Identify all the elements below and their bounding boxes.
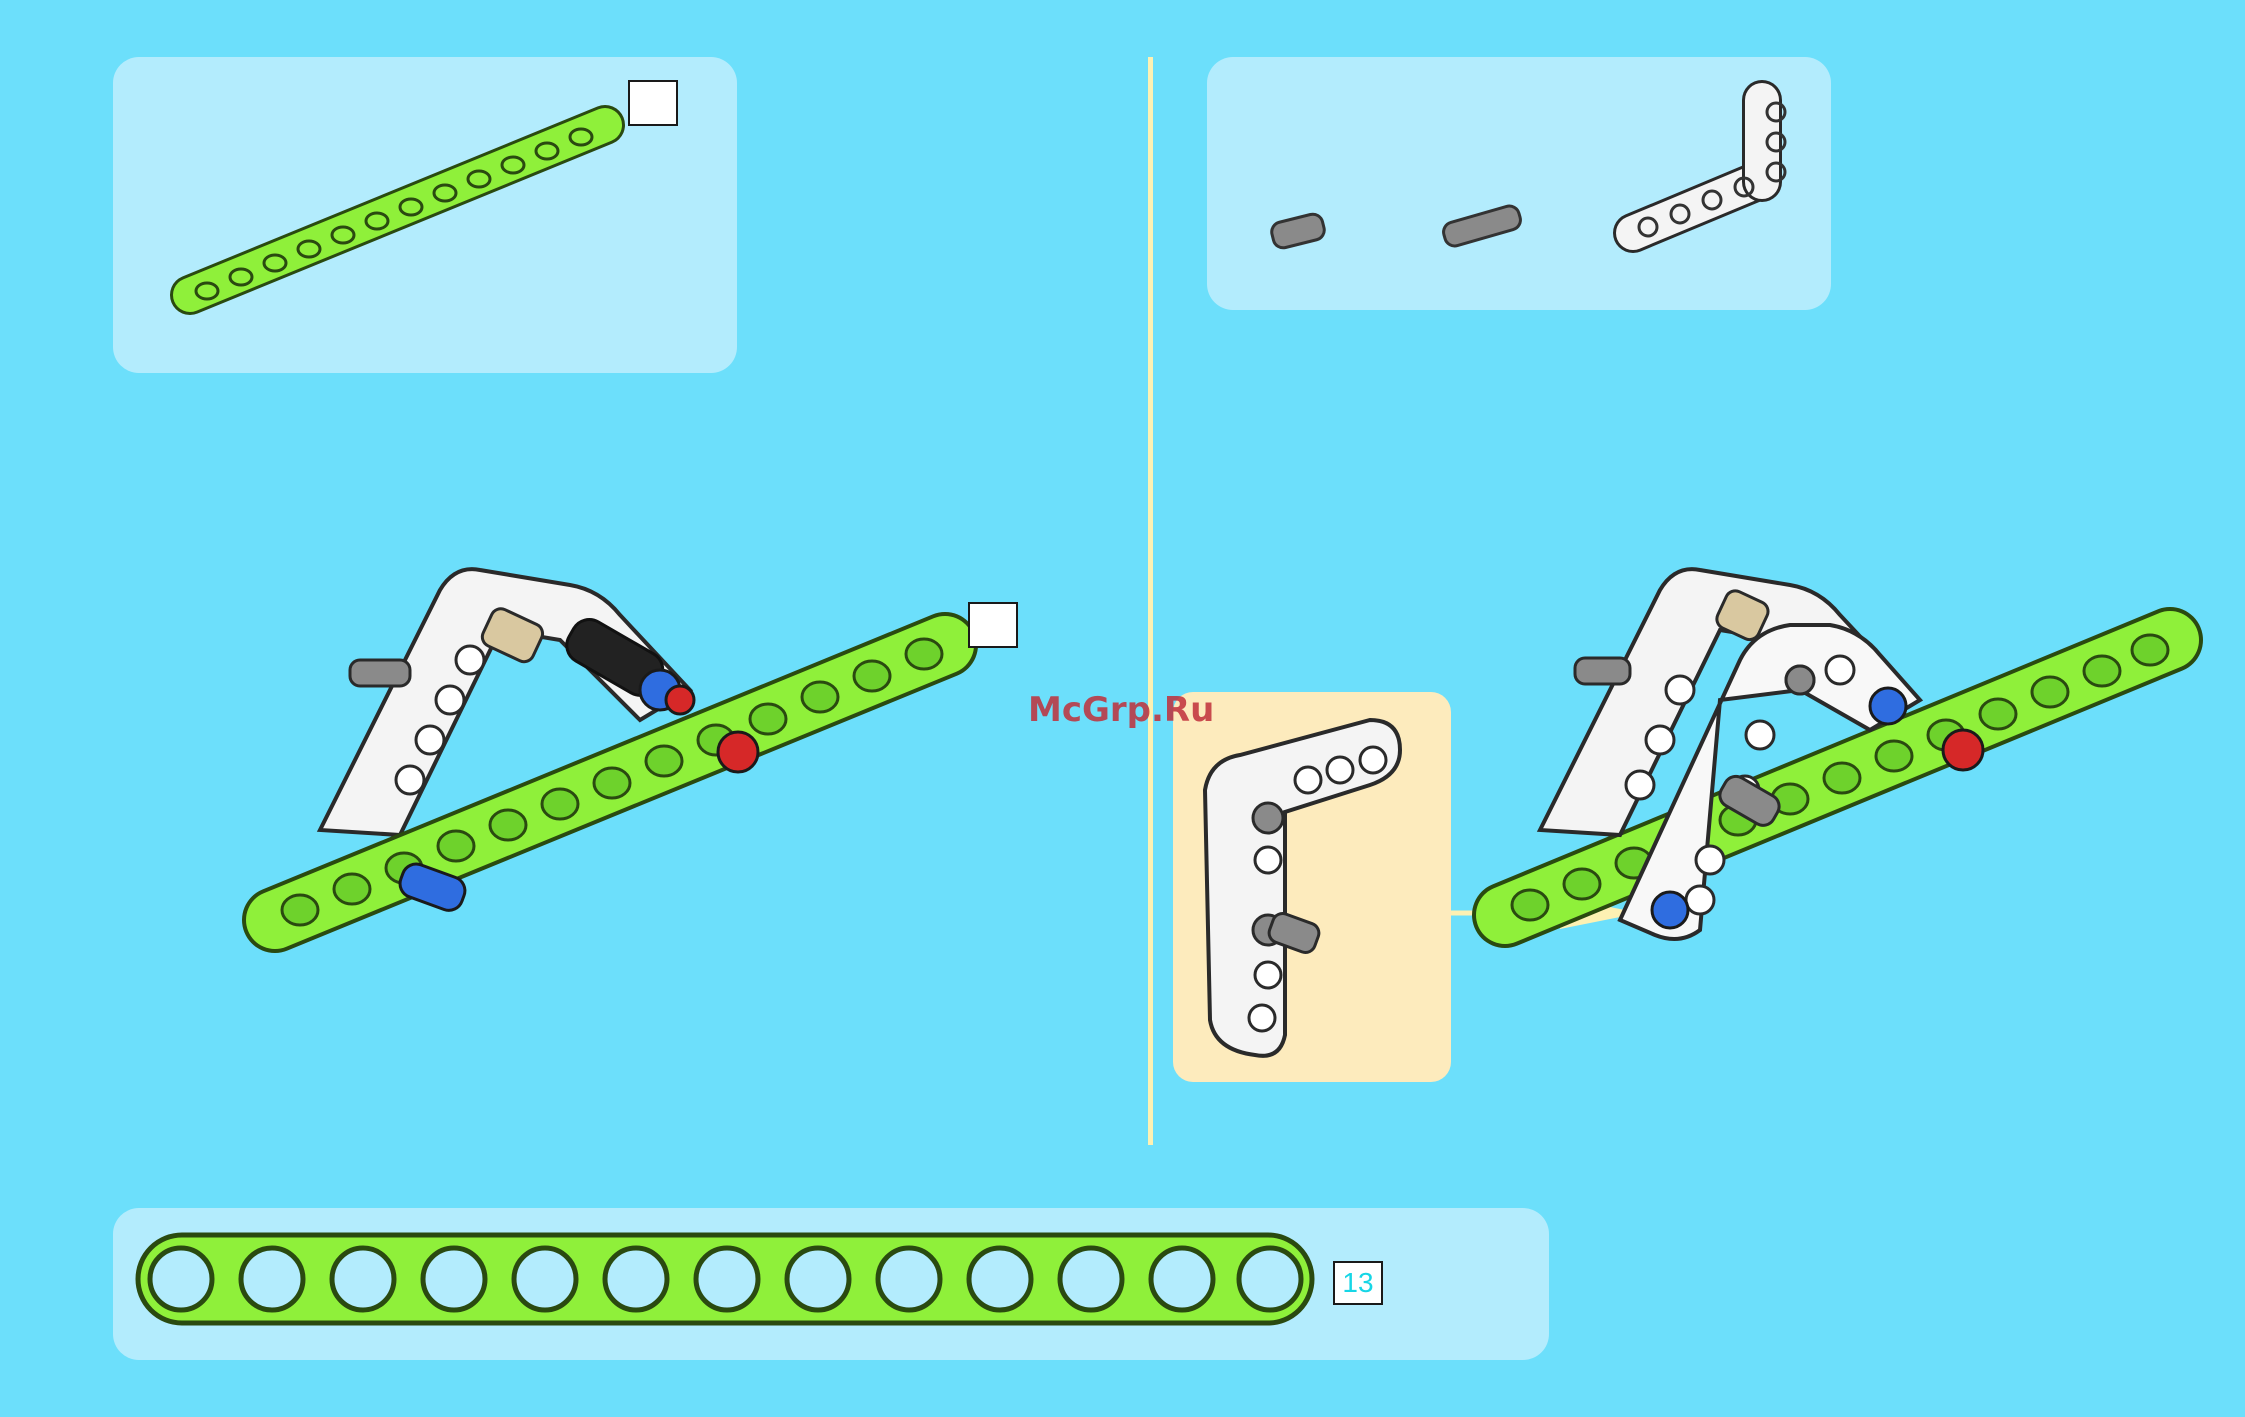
parts-quantity-box [628, 80, 678, 126]
step-quantity-box [968, 602, 1018, 648]
left-step-assembly [275, 569, 945, 925]
beam-length-label: 13 [1333, 1261, 1383, 1305]
gray-axle-pin-part-icon [1441, 204, 1523, 249]
gray-pin-part-icon [1270, 212, 1327, 250]
watermark-text: McGrp.Ru [1028, 690, 1214, 730]
right-step-assembly [1505, 569, 2170, 939]
beam-ruler [138, 1235, 1312, 1323]
callout-sub-assembly [1205, 720, 1400, 1056]
white-l-liftarm-part-icon [1605, 90, 1792, 251]
lime-liftarm-part-icon [190, 125, 605, 299]
